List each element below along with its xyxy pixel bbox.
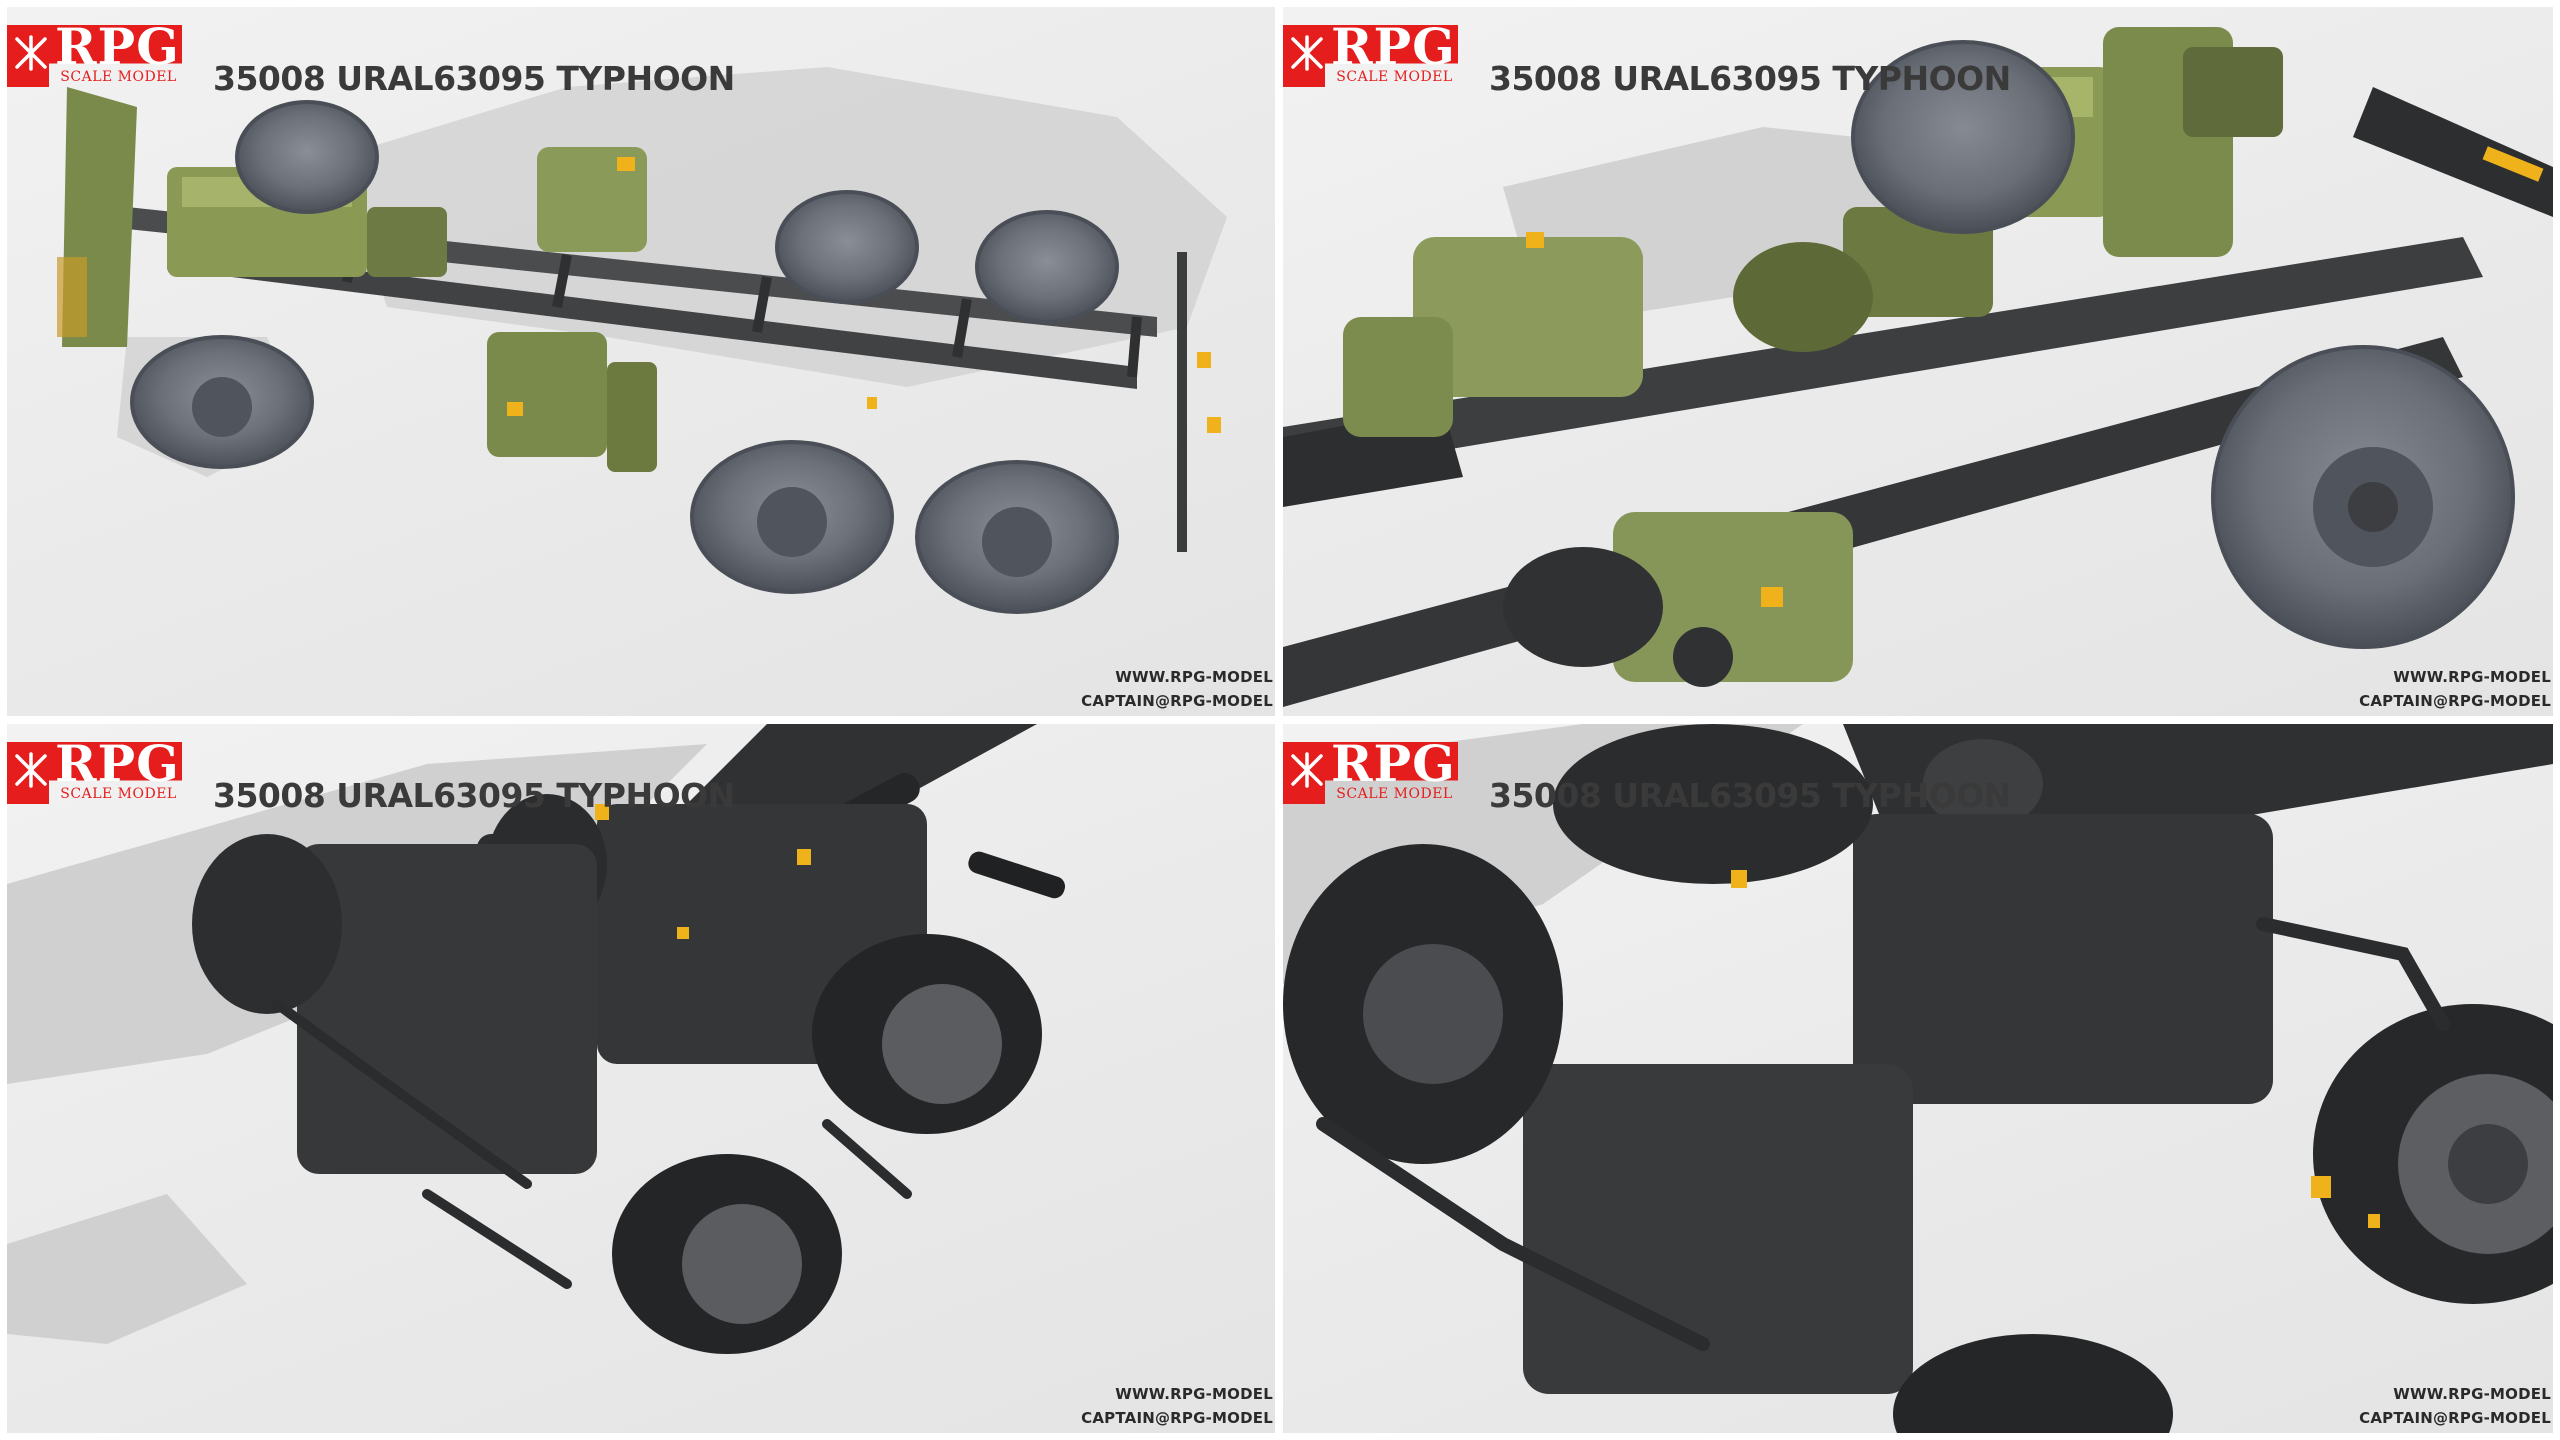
- email-credit: CAPTAIN@RPG-MODEL: [1081, 692, 1273, 710]
- rear-axles-render: [7, 724, 1066, 1354]
- rpg-logo: RPG SCALE MODEL: [1283, 19, 1458, 87]
- rpg-logo: RPG SCALE MODEL: [7, 736, 182, 804]
- logo-subtext: SCALE MODEL: [1336, 786, 1453, 802]
- email-credit: CAPTAIN@RPG-MODEL: [2359, 1409, 2551, 1427]
- email-credit: CAPTAIN@RPG-MODEL: [1081, 1409, 1273, 1427]
- email-credit: CAPTAIN@RPG-MODEL: [2359, 692, 2551, 710]
- engine-closeup-render: [1283, 27, 2553, 707]
- yellow-bump-stops: [1731, 870, 2380, 1228]
- website-credit: WWW.RPG-MODEL: [1115, 668, 1273, 686]
- website-credit: WWW.RPG-MODEL: [2393, 668, 2551, 686]
- render-panel-rear-axles: RPG SCALE MODEL 35008 URAL63095 TYPHOON …: [7, 724, 1275, 1433]
- rpg-emblem-icon: [15, 752, 47, 788]
- differential: [1503, 547, 1733, 687]
- suspension-links: [1316, 917, 2450, 1351]
- product-title: 35008 URAL63095 TYPHOON: [1489, 59, 2011, 98]
- chassis-overview-render: [57, 67, 1227, 614]
- yellow-bump-stops: [595, 804, 811, 939]
- axle-upper: [1553, 724, 2553, 1304]
- product-title: 35008 URAL63095 TYPHOON: [213, 776, 735, 815]
- logo-text: RPG: [1331, 734, 1456, 793]
- axle-lower: [1283, 844, 2173, 1433]
- render-panel-axle-closeup: RPG SCALE MODEL 35008 URAL63095 TYPHOON …: [1283, 724, 2553, 1433]
- product-title: 35008 URAL63095 TYPHOON: [213, 59, 735, 98]
- logo-subtext: SCALE MODEL: [60, 69, 177, 85]
- render-panel-engine-closeup: RPG SCALE MODEL 35008 URAL63095 TYPHOON …: [1283, 7, 2553, 716]
- wheels: [1851, 40, 2515, 649]
- rpg-logo: RPG SCALE MODEL: [1283, 736, 1458, 804]
- logo-subtext: SCALE MODEL: [60, 786, 177, 802]
- fuel-tanks: [1343, 232, 1853, 682]
- product-title: 35008 URAL63095 TYPHOON: [1489, 776, 2011, 815]
- suspension-links: [272, 999, 912, 1289]
- render-panel-chassis-overview: RPG SCALE MODEL 35008 URAL63095 TYPHOON …: [7, 7, 1275, 716]
- fuel-tanks: [487, 147, 657, 472]
- wheel-hubs: [192, 377, 1052, 577]
- logo-text: RPG: [55, 734, 180, 793]
- rpg-emblem-icon: [1291, 35, 1323, 71]
- axle-closeup-render: [1283, 724, 2553, 1433]
- logo-subtext: SCALE MODEL: [1336, 69, 1453, 85]
- yellow-hook-details: [867, 352, 1221, 433]
- website-credit: WWW.RPG-MODEL: [2393, 1385, 2551, 1403]
- rpg-emblem-icon: [15, 35, 47, 71]
- rpg-emblem-icon: [1291, 752, 1323, 788]
- rpg-logo: RPG SCALE MODEL: [7, 19, 182, 87]
- logo-text: RPG: [1331, 17, 1456, 76]
- website-credit: WWW.RPG-MODEL: [1115, 1385, 1273, 1403]
- axle-lower: [192, 834, 842, 1354]
- logo-text: RPG: [55, 17, 180, 76]
